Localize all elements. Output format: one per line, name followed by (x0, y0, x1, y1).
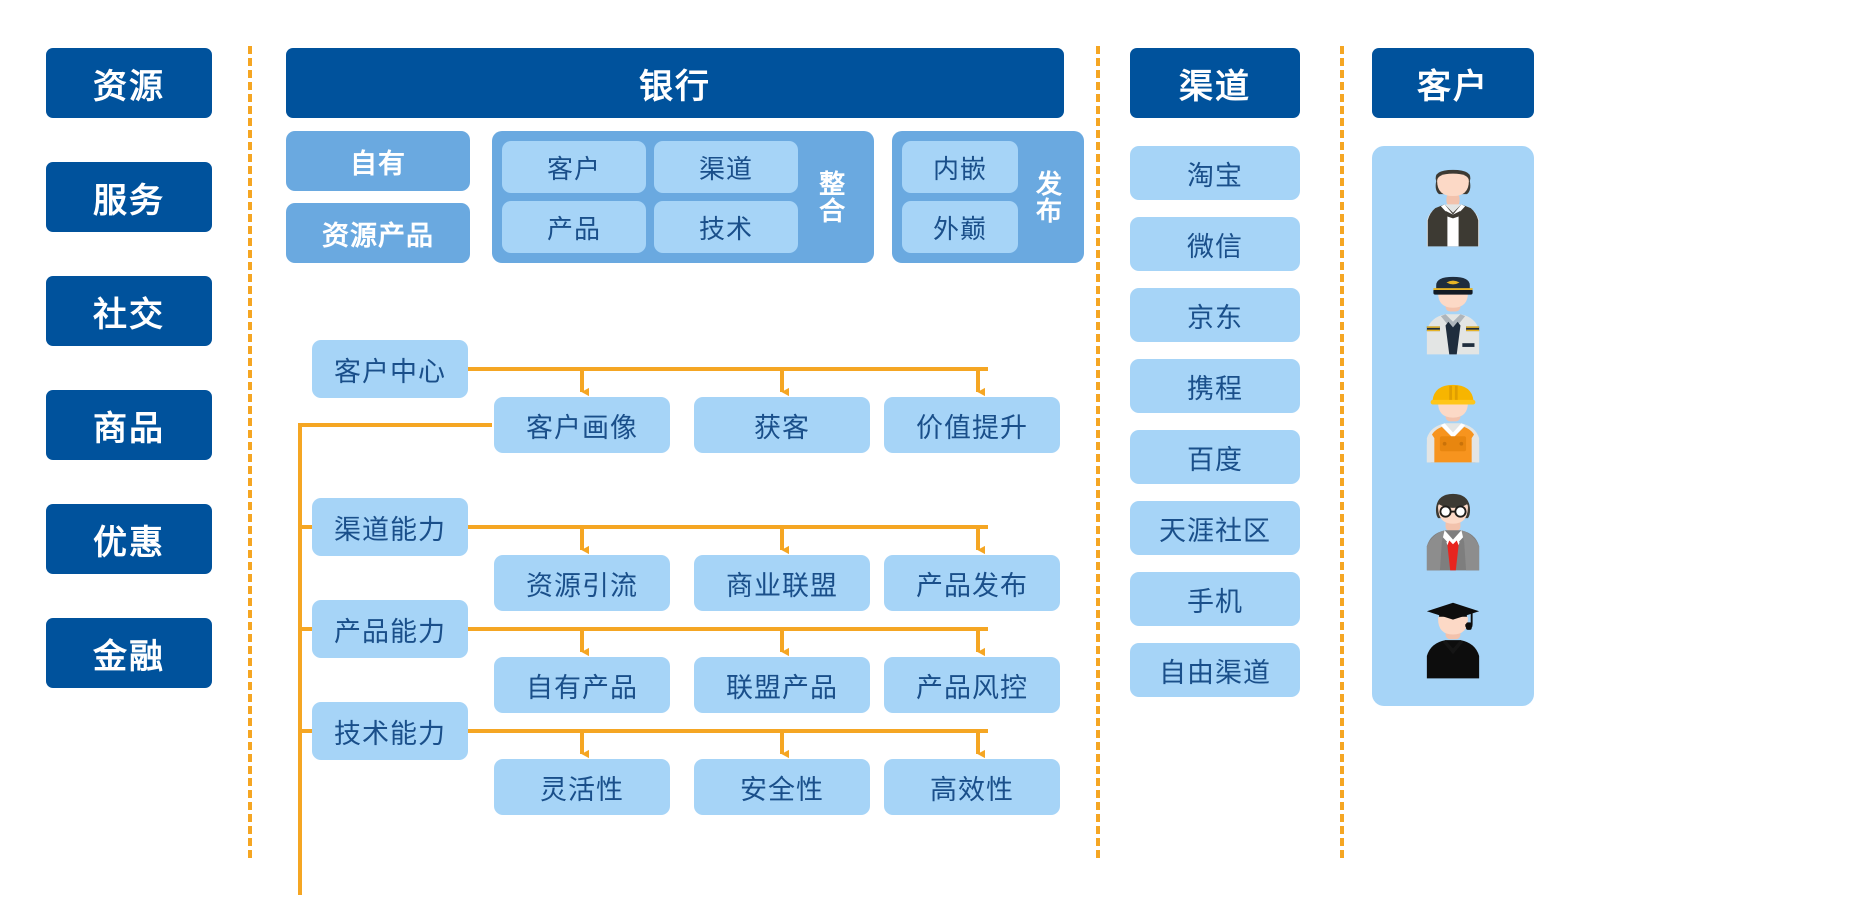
pilot-avatar-icon (1426, 276, 1480, 355)
leaf-chip-product-risk-control[interactable]: 产品风控 (884, 657, 1060, 713)
customer-column: 客户 (1372, 48, 1534, 706)
graduate-avatar-icon (1426, 602, 1480, 679)
construction-worker-avatar-icon (1426, 384, 1480, 463)
own-chip-resource-product[interactable]: 资源产品 (286, 203, 470, 263)
leaf-chip-resource-traffic[interactable]: 资源引流 (494, 555, 670, 611)
category-chip-service[interactable]: 服务 (46, 162, 212, 232)
leaf-chip-flexibility[interactable]: 灵活性 (494, 759, 670, 815)
leaf-chip-product-release[interactable]: 产品发布 (884, 555, 1060, 611)
channel-item-free-channel[interactable]: 自由渠道 (1130, 643, 1300, 697)
channel-item-jd[interactable]: 京东 (1130, 288, 1300, 342)
integration-chip-product[interactable]: 产品 (502, 201, 646, 253)
leaf-chip-alliance-product[interactable]: 联盟产品 (694, 657, 870, 713)
publish-group-label: 发布 (1032, 170, 1063, 224)
leaf-chip-business-alliance[interactable]: 商业联盟 (694, 555, 870, 611)
category-chip-resource[interactable]: 资源 (46, 48, 212, 118)
leaf-chip-customer-profile[interactable]: 客户画像 (494, 397, 670, 453)
capability-chip-product[interactable]: 产品能力 (312, 600, 468, 658)
own-resource-group: 自有 资源产品 (286, 131, 470, 263)
publish-chip-embedded[interactable]: 内嵌 (902, 141, 1018, 193)
bank-title-banner: 银行 (286, 48, 1064, 118)
channel-item-tianya[interactable]: 天涯社区 (1130, 501, 1300, 555)
leaf-chip-acquisition[interactable]: 获客 (694, 397, 870, 453)
leaf-chip-efficiency[interactable]: 高效性 (884, 759, 1060, 815)
category-chip-finance[interactable]: 金融 (46, 618, 212, 688)
category-chip-social[interactable]: 社交 (46, 276, 212, 346)
integration-chip-customer[interactable]: 客户 (502, 141, 646, 193)
flow-connector-lines (298, 367, 988, 895)
divider-left (248, 46, 252, 858)
category-chip-discount[interactable]: 优惠 (46, 504, 212, 574)
publish-group: 内嵌 外巅 发布 (892, 131, 1084, 263)
channel-item-mobile[interactable]: 手机 (1130, 572, 1300, 626)
channel-title: 渠道 (1130, 48, 1300, 118)
capability-flow: 客户中心 客户画像 获客 价值提升 渠道能力 资源引流 商业联盟 产品发布 产品… (286, 340, 1076, 895)
customer-title: 客户 (1372, 48, 1534, 118)
customer-avatar-panel (1372, 146, 1534, 706)
leaf-chip-value-uplift[interactable]: 价值提升 (884, 397, 1060, 453)
capability-chip-technology[interactable]: 技术能力 (312, 702, 468, 760)
publish-items: 内嵌 外巅 (902, 141, 1018, 253)
publish-chip-external[interactable]: 外巅 (902, 201, 1018, 253)
channel-item-taobao[interactable]: 淘宝 (1130, 146, 1300, 200)
integration-items: 客户 渠道 产品 技术 (502, 141, 798, 253)
divider-right (1340, 46, 1344, 858)
integration-chip-channel[interactable]: 渠道 (654, 141, 798, 193)
channel-item-ctrip[interactable]: 携程 (1130, 359, 1300, 413)
resource-category-column: 资源 服务 社交 商品 优惠 金融 (46, 48, 212, 732)
own-chip-self[interactable]: 自有 (286, 131, 470, 191)
divider-mid (1096, 46, 1100, 858)
businessman-avatar-icon (1426, 493, 1480, 571)
waiter-avatar-icon (1426, 169, 1480, 247)
channel-item-wechat[interactable]: 微信 (1130, 217, 1300, 271)
leaf-chip-own-product[interactable]: 自有产品 (494, 657, 670, 713)
integration-group: 客户 渠道 产品 技术 整合 (492, 131, 874, 263)
category-chip-goods[interactable]: 商品 (46, 390, 212, 460)
channel-item-baidu[interactable]: 百度 (1130, 430, 1300, 484)
capability-chip-customer-center[interactable]: 客户中心 (312, 340, 468, 398)
integration-group-label: 整合 (815, 170, 846, 224)
bank-capability-row: 自有 资源产品 客户 渠道 产品 技术 整合 内嵌 外巅 发布 (286, 131, 1086, 263)
leaf-chip-security[interactable]: 安全性 (694, 759, 870, 815)
capability-chip-channel[interactable]: 渠道能力 (312, 498, 468, 556)
channel-column: 渠道 淘宝 微信 京东 携程 百度 天涯社区 手机 自由渠道 (1130, 48, 1300, 697)
integration-chip-technology[interactable]: 技术 (654, 201, 798, 253)
